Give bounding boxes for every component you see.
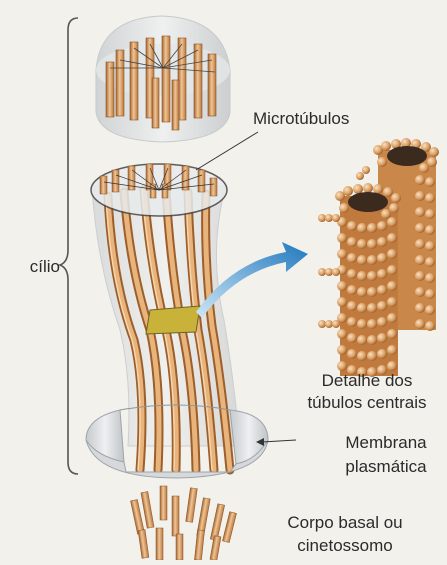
label-corpo-line1: Corpo basal ou [270,512,420,533]
label-membrana-line1: Membrana [330,432,442,453]
label-detalhe-line2: túbulos centrais [292,392,442,413]
microtubulos-leader [196,132,258,170]
cilio-bracket [60,18,78,474]
detail-highlight [146,306,200,334]
label-microtubulos: Microtúbulos [253,108,349,129]
cilium-tip [96,16,230,142]
label-membrana-line2: plasmática [330,456,442,477]
central-tubules-detail [318,138,439,377]
basal-body [131,486,237,560]
label-cilio: cílio [4,256,60,277]
label-detalhe-line1: Detalhe dos [292,370,442,391]
label-corpo-line2: cinetossomo [270,535,420,556]
